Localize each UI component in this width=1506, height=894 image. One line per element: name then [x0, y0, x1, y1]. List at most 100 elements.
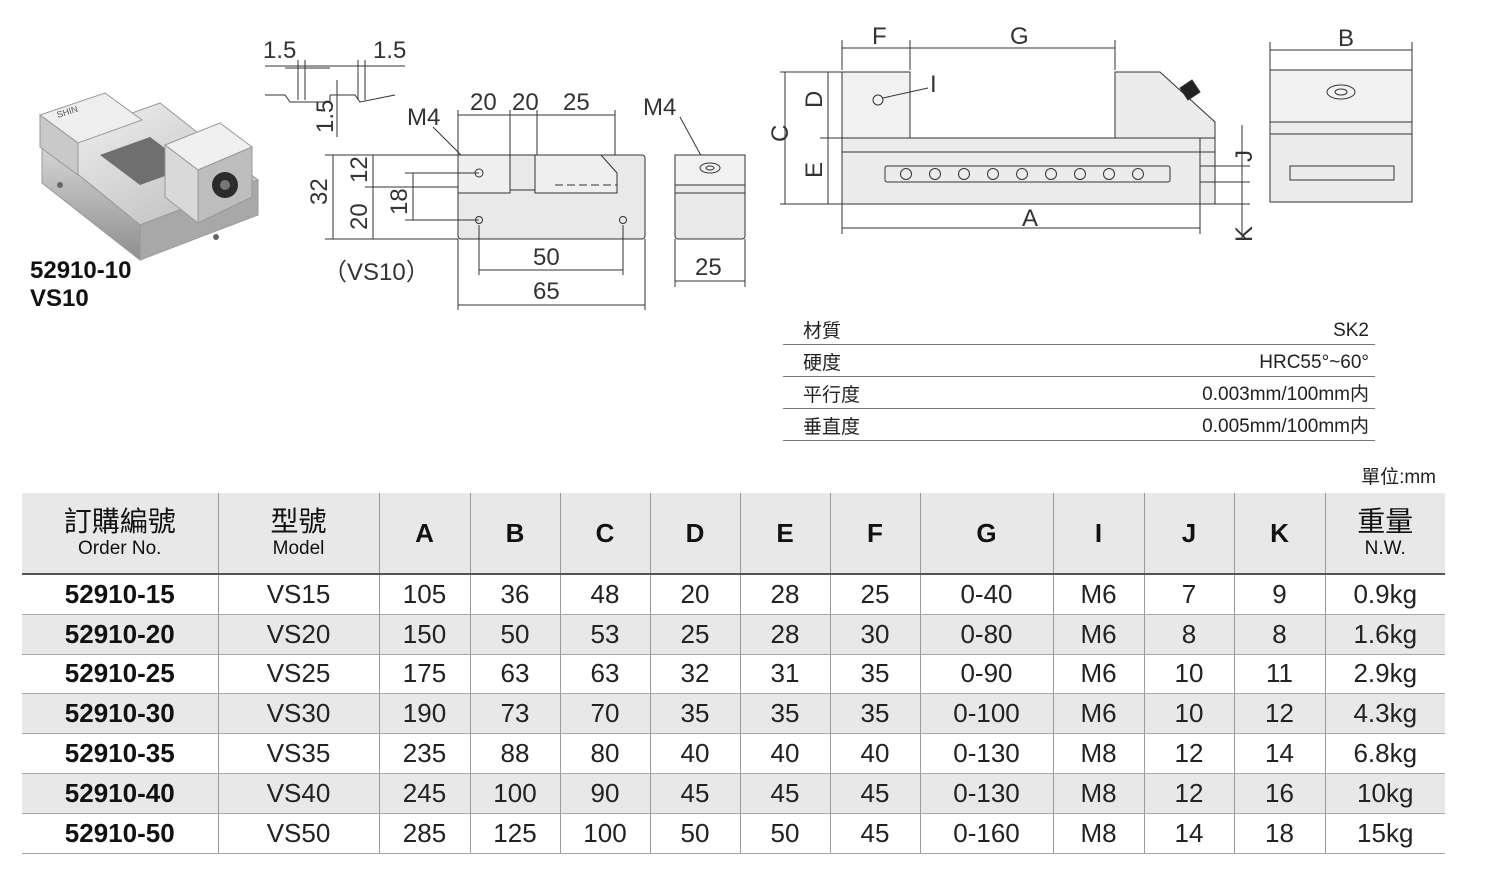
cell-k: 11	[1233, 654, 1325, 695]
cell-d: 45	[649, 773, 740, 814]
cell-c: 100	[559, 813, 650, 854]
cell-model: VS15	[217, 574, 379, 615]
cell-b: 125	[469, 813, 560, 854]
header-weight-zh: 重量	[1357, 506, 1414, 537]
cell-i: M8	[1052, 813, 1144, 854]
label-width: 25	[695, 254, 722, 281]
cell-a: 235	[378, 733, 470, 774]
header-i: I	[1052, 493, 1144, 575]
header-model-zh: 型號	[270, 506, 327, 537]
spec-row: 硬度 HRC55°~60°	[783, 345, 1375, 377]
cell-j: 12	[1143, 733, 1234, 774]
cell-model: VS25	[217, 654, 379, 695]
cell-f: 45	[829, 773, 920, 814]
spec-label: 硬度	[803, 353, 842, 374]
vs10-drawing: 1.5 1.5 1.5 20 20 25 M4 32 12 20 18	[263, 37, 746, 310]
spec-value: SK2	[1333, 320, 1369, 341]
cell-a: 245	[378, 773, 470, 814]
side-view: M4 25	[643, 94, 746, 287]
cell-e: 50	[739, 813, 830, 854]
table-header-row: 訂購編號 Order No. 型號 Model A B C D E F G I …	[22, 493, 1445, 575]
front-view: 20 20 25 M4 32 12 20 18 50 65 （VS10）	[306, 89, 646, 310]
cell-i: M6	[1052, 614, 1144, 655]
label-height-12: 12	[346, 156, 373, 183]
cell-weight: 15kg	[1324, 813, 1445, 854]
label-top-20a: 20	[470, 89, 497, 116]
label-dim-E: E	[801, 162, 828, 178]
cell-model: VS30	[217, 693, 379, 735]
label-dim-F: F	[872, 23, 887, 50]
cell-i: M8	[1052, 733, 1144, 774]
cell-a: 190	[378, 693, 470, 735]
header-weight-en: N.W.	[1364, 538, 1406, 559]
cell-c: 80	[559, 733, 650, 774]
cell-j: 12	[1143, 773, 1234, 814]
spec-label: 材質	[803, 321, 842, 342]
cell-model: VS20	[217, 614, 379, 655]
label-dim-D: D	[801, 91, 828, 108]
cell-d: 32	[649, 654, 740, 695]
cell-f: 35	[829, 693, 920, 735]
cell-model: VS50	[217, 813, 379, 854]
cell-k: 8	[1233, 614, 1325, 655]
cell-c: 90	[559, 773, 650, 814]
cell-k: 9	[1233, 574, 1325, 615]
cell-f: 25	[829, 574, 920, 615]
cell-weight: 6.8kg	[1324, 733, 1445, 774]
cell-a: 150	[378, 614, 470, 655]
cell-k: 14	[1233, 733, 1325, 774]
label-dim-G: G	[1010, 23, 1029, 50]
cell-model: VS40	[217, 773, 379, 814]
cell-b: 88	[469, 733, 560, 774]
cell-a: 285	[378, 813, 470, 854]
cell-c: 48	[559, 574, 650, 615]
cell-e: 31	[739, 654, 830, 695]
spec-label: 垂直度	[803, 417, 861, 438]
cell-weight: 0.9kg	[1324, 574, 1445, 615]
spec-value: 0.003mm/100mm内	[1202, 384, 1369, 405]
header-model: 型號 Model	[217, 493, 379, 575]
header-weight: 重量 N.W.	[1324, 493, 1445, 575]
cell-weight: 2.9kg	[1324, 654, 1445, 695]
spec-value: 0.005mm/100mm内	[1202, 416, 1369, 437]
label-front-caption: （VS10）	[323, 259, 430, 286]
cell-e: 35	[739, 693, 830, 735]
chamfer-detail: 1.5 1.5 1.5	[263, 37, 406, 137]
header-order-no: 訂購編號 Order No.	[22, 493, 218, 575]
product-photo: SHIN	[38, 92, 260, 262]
cell-j: 8	[1143, 614, 1234, 655]
cell-order-no: 52910-15	[22, 574, 218, 615]
cell-b: 63	[469, 654, 560, 695]
label-thread-front: M4	[407, 104, 440, 131]
label-dim-C: C	[767, 125, 794, 142]
header-b: B	[469, 493, 560, 575]
header-a: A	[378, 493, 470, 575]
label-height-20: 20	[346, 203, 373, 230]
cell-g: 0-40	[919, 574, 1053, 615]
cell-i: M6	[1052, 654, 1144, 695]
cell-model: VS35	[217, 733, 379, 774]
label-top-20b: 20	[512, 89, 539, 116]
label-height-32: 32	[306, 178, 333, 205]
spec-value: HRC55°~60°	[1259, 352, 1369, 373]
product-model: VS10	[30, 285, 89, 312]
cell-j: 7	[1143, 574, 1234, 615]
header-order-en: Order No.	[78, 538, 162, 559]
cell-b: 50	[469, 614, 560, 655]
cell-weight: 10kg	[1324, 773, 1445, 814]
cell-j: 14	[1143, 813, 1234, 854]
label-dim-K: K	[1231, 226, 1258, 242]
dimensions-table: 訂購編號 Order No. 型號 Model A B C D E F G I …	[22, 493, 1445, 854]
header-f: F	[829, 493, 920, 575]
cell-c: 63	[559, 654, 650, 695]
cell-d: 50	[649, 813, 740, 854]
cell-d: 35	[649, 693, 740, 735]
cell-order-no: 52910-20	[22, 614, 218, 655]
cell-e: 28	[739, 574, 830, 615]
spec-table: 材質 SK2 硬度 HRC55°~60° 平行度 0.003mm/100mm内 …	[783, 313, 1375, 441]
cell-e: 40	[739, 733, 830, 774]
